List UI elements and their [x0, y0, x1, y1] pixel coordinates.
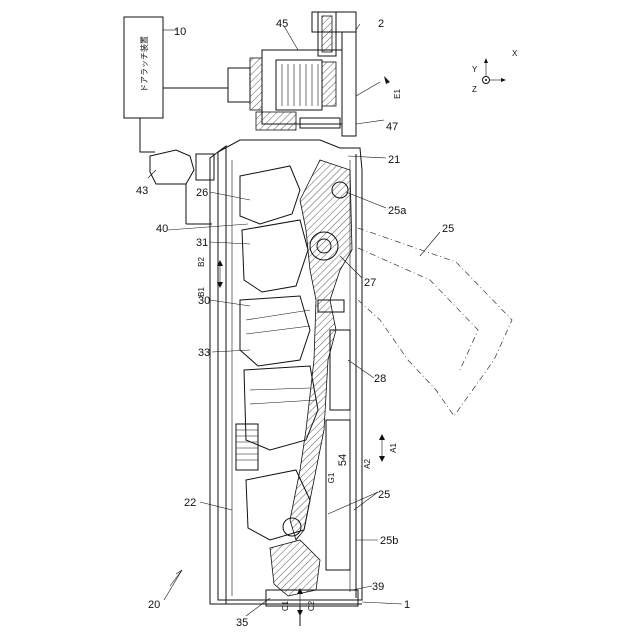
axis-indicator — [483, 58, 507, 84]
axis-y-label: Y — [472, 65, 478, 74]
label-45: 45 — [276, 18, 288, 30]
label-1: 1 — [404, 599, 410, 611]
label-25b: 25b — [380, 535, 398, 547]
label-33: 33 — [198, 347, 210, 359]
label-E1: E1 — [393, 89, 402, 99]
label-C1: C1 — [281, 600, 290, 611]
label-40: 40 — [156, 223, 168, 235]
axis-z-label: Z — [472, 85, 477, 94]
label-C2: C2 — [307, 600, 316, 611]
label-10: 10 — [174, 26, 186, 38]
label-25a: 25a — [388, 205, 407, 217]
label-39: 39 — [372, 581, 384, 593]
label-43: 43 — [136, 185, 148, 197]
label-21: 21 — [388, 154, 400, 166]
door-latch-device-text: ドアラッチ装置 — [139, 36, 149, 92]
lever-swing-dashed — [358, 228, 512, 416]
label-27: 27 — [364, 277, 376, 289]
axis-x-label: X — [512, 49, 518, 58]
label-28: 28 — [374, 373, 386, 385]
label-25-bottom: 25 — [378, 489, 390, 501]
label-20: 20 — [148, 599, 160, 611]
label-35: 35 — [236, 617, 248, 629]
label-A1: A1 — [389, 443, 398, 453]
label-47: 47 — [386, 121, 398, 133]
label-A2: A2 — [363, 459, 372, 469]
label-B2: B2 — [197, 257, 206, 267]
label-G1: G1 — [327, 472, 336, 483]
label-26: 26 — [196, 187, 208, 199]
label-54: 54 — [337, 454, 349, 466]
label-2: 2 — [378, 18, 384, 30]
label-31: 31 — [196, 237, 208, 249]
upper-actuator — [228, 12, 356, 136]
label-22: 22 — [184, 497, 196, 509]
lever-25 — [283, 160, 352, 540]
label-B1: B1 — [197, 287, 206, 297]
label-25-top: 25 — [442, 223, 454, 235]
